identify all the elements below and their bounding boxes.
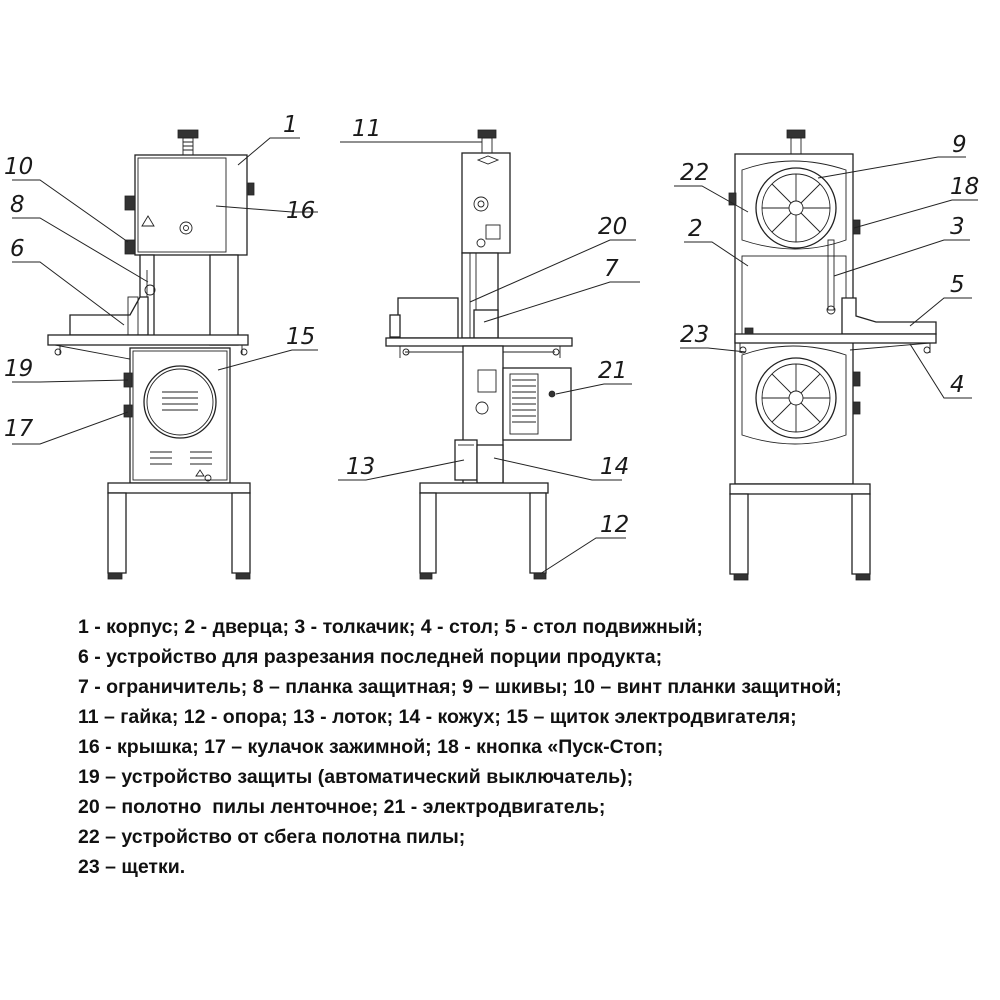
- callout-14: 14: [600, 454, 629, 480]
- legend-line-5: 16 - крышка; 17 – кулачок зажимной; 18 -…: [78, 736, 664, 758]
- legend-line-2: 6 - устройство для разрезания последней …: [78, 646, 663, 668]
- callout-23: 23: [680, 322, 709, 348]
- callout-2: 2: [688, 216, 703, 242]
- callout-12: 12: [600, 512, 629, 538]
- callout-7: 7: [604, 256, 619, 282]
- callout-22: 22: [680, 160, 709, 186]
- callout-16: 16: [286, 198, 315, 224]
- callout-5: 5: [950, 272, 965, 298]
- callout-6: 6: [10, 236, 25, 262]
- callout-19: 19: [4, 356, 33, 382]
- legend-line-7: 20 – полотно пилы ленточное; 21 - электр…: [78, 796, 606, 818]
- callout-13: 13: [346, 454, 375, 480]
- leader-lines: [12, 137, 978, 575]
- legend-line-4: 11 – гайка; 12 - опора; 13 - лоток; 14 -…: [78, 706, 797, 728]
- legend-line-6: 19 – устройство защиты (автоматический в…: [78, 766, 634, 788]
- callout-9: 9: [952, 132, 967, 158]
- callout-11: 11: [352, 116, 381, 142]
- parts-legend: 1 - корпус; 2 - дверца; 3 - толкачик; 4 …: [78, 612, 978, 882]
- callout-20: 20: [598, 214, 627, 240]
- rear-view: [728, 129, 937, 581]
- band-saw-drawing: 1 10 8 6 16 15 19 17 11 20 7 21 13 14 12…: [4, 112, 979, 581]
- side-view: [385, 129, 573, 580]
- legend-line-9: 23 – щетки.: [78, 856, 186, 878]
- legend-line-8: 22 – устройство от сбега полотна пилы;: [78, 826, 466, 848]
- callout-10: 10: [4, 154, 33, 180]
- callout-21: 21: [598, 358, 627, 384]
- front-view: [47, 129, 255, 580]
- callout-4: 4: [950, 372, 965, 398]
- legend-line-3: 7 - ограничитель; 8 – планка защитная; 9…: [78, 676, 842, 698]
- callout-numbers: 1 10 8 6 16 15 19 17 11 20 7 21 13 14 12…: [4, 112, 979, 538]
- callout-17: 17: [4, 416, 34, 442]
- legend-line-1: 1 - корпус; 2 - дверца; 3 - толкачик; 4 …: [78, 616, 703, 638]
- callout-1: 1: [283, 112, 298, 138]
- callout-8: 8: [10, 192, 25, 218]
- callout-3: 3: [950, 214, 965, 240]
- callout-15: 15: [286, 324, 315, 350]
- callout-18: 18: [950, 174, 979, 200]
